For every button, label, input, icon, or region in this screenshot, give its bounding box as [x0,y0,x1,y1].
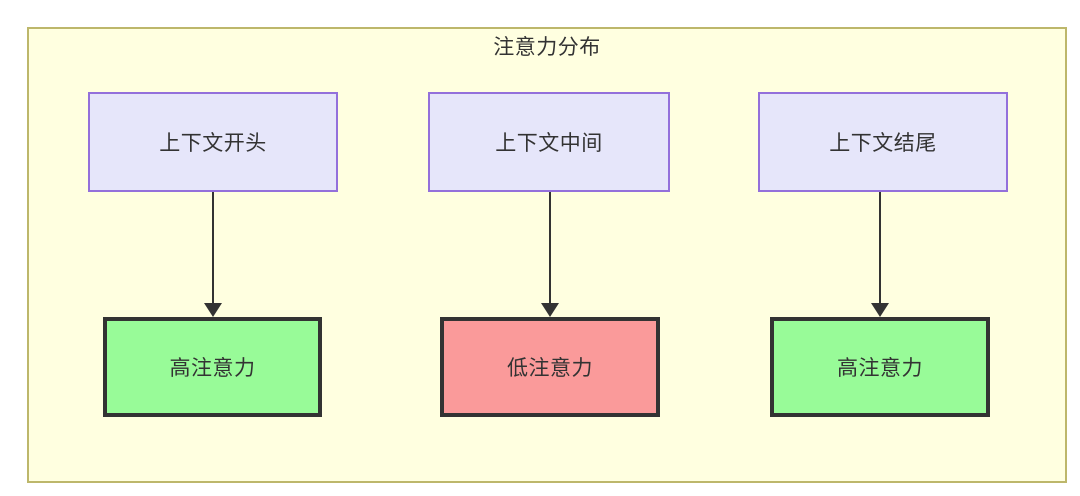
node-high-attention-start[interactable]: 高注意力 [103,317,322,417]
node-context-start[interactable]: 上下文开头 [88,92,338,192]
diagram-title: 注意力分布 [493,36,601,59]
node-context-end[interactable]: 上下文结尾 [758,92,1008,192]
node-high-attention-end[interactable]: 高注意力 [770,317,990,417]
node-low-attention-middle[interactable]: 低注意力 [440,317,660,417]
node-context-middle[interactable]: 上下文中间 [428,92,670,192]
